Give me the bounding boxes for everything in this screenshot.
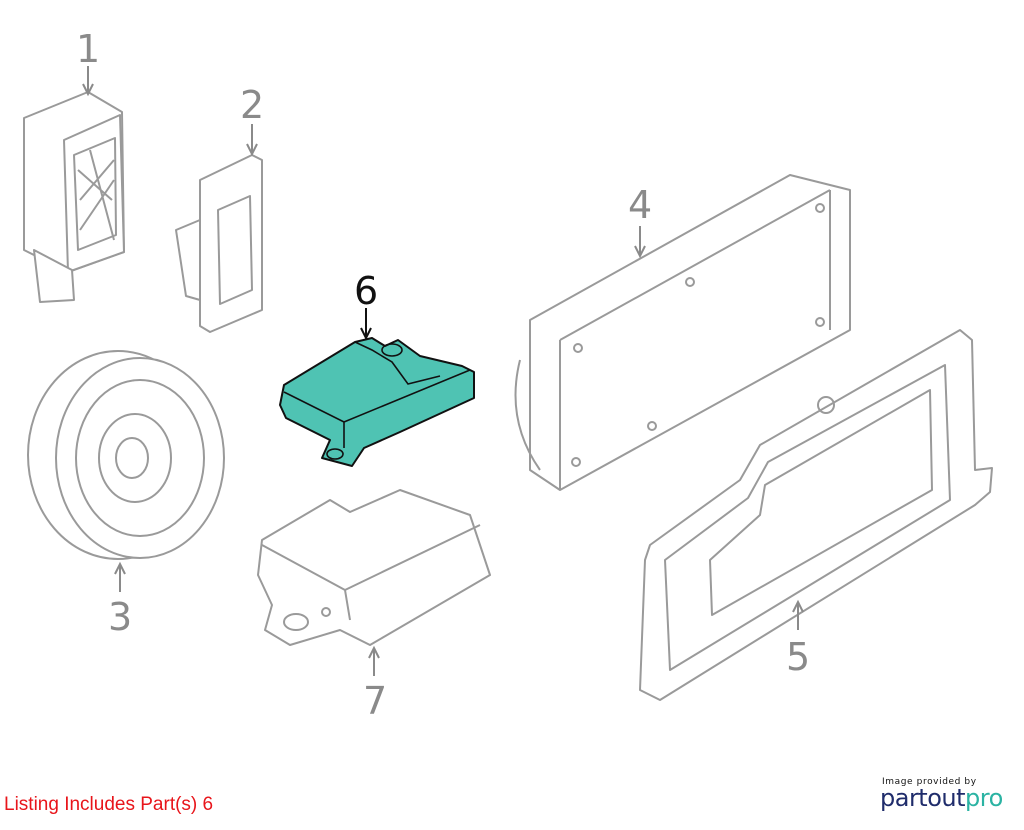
arrow-2 — [246, 124, 258, 157]
part-3-drawing — [27, 350, 225, 560]
callout-4[interactable]: 4 — [628, 183, 653, 227]
callout-5[interactable]: 5 — [786, 635, 811, 679]
arrow-3 — [114, 561, 126, 592]
part-2-drawing — [175, 154, 263, 333]
logo-text-pro: pro — [965, 784, 1003, 812]
arrow-1 — [82, 66, 94, 97]
callout-3[interactable]: 3 — [108, 595, 133, 639]
arrow-4 — [634, 226, 646, 259]
part-6-drawing — [279, 337, 475, 467]
arrow-5 — [792, 599, 804, 630]
logo-text-partout: partout — [880, 784, 966, 812]
callout-7[interactable]: 7 — [363, 679, 388, 723]
arrow-6 — [360, 308, 372, 341]
callout-6[interactable]: 6 — [354, 269, 379, 313]
callout-1[interactable]: 1 — [76, 27, 101, 71]
arrow-7 — [368, 645, 380, 676]
part-5-drawing — [639, 329, 993, 701]
part-7-drawing — [257, 489, 491, 646]
image-credit-caption: Image provided by — [882, 777, 977, 787]
partoutpro-logo: partoutpro — [880, 784, 1003, 812]
part-1-drawing — [23, 91, 125, 303]
listing-includes-text: Listing Includes Part(s) 6 — [4, 794, 214, 815]
part-4-drawing — [514, 174, 851, 491]
callout-2[interactable]: 2 — [240, 83, 265, 127]
